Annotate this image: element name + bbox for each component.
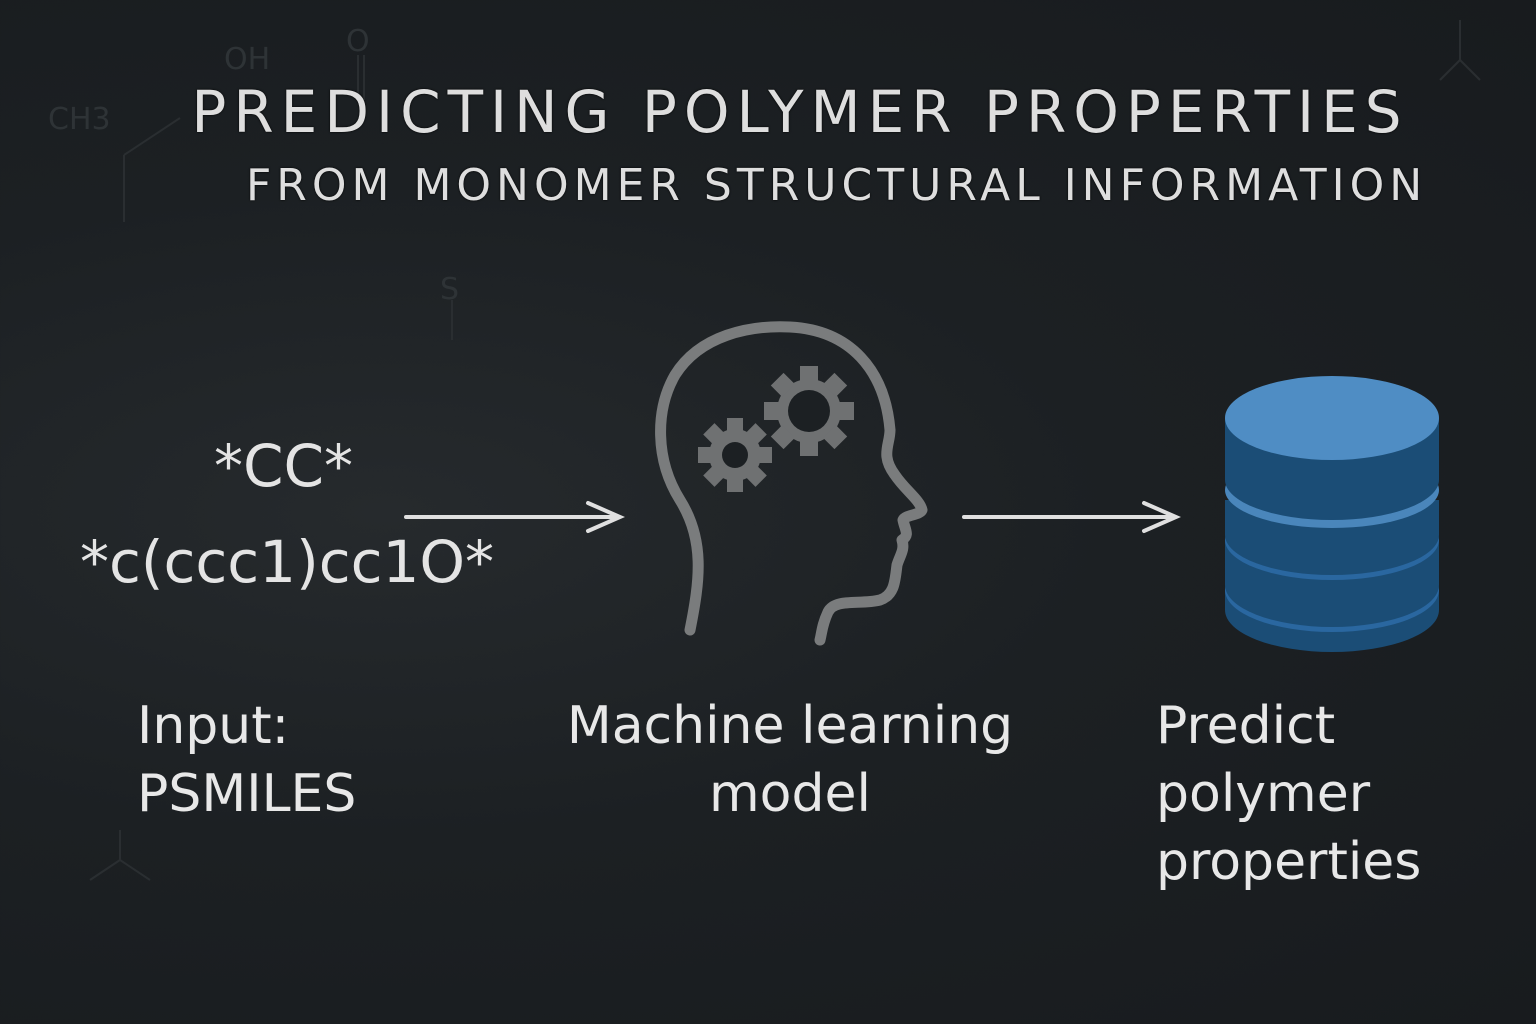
arrow-right-icon (404, 501, 625, 533)
input-label: Input: PSMILES (137, 692, 356, 828)
output-label-line2: polymer (1156, 764, 1371, 824)
model-label: Machine learning model (560, 692, 1020, 828)
smiles-example-1: *CC* (214, 432, 353, 500)
arrow-right-icon (962, 501, 1181, 533)
output-label: Predict polymer properties (1156, 692, 1421, 896)
model-label-line2: model (709, 764, 871, 824)
output-label-line1: Predict (1156, 696, 1336, 756)
bg-chem-o: O (346, 24, 370, 59)
model-label-line1: Machine learning (566, 696, 1014, 756)
input-label-line1: Input: (137, 696, 290, 756)
smiles-example-2: *c(ccc1)cc1O* (80, 528, 495, 596)
page-title: PREDICTING POLYMER PROPERTIES (191, 78, 1409, 146)
bg-chem-ch3: CH3 (48, 102, 111, 137)
input-label-line2: PSMILES (137, 764, 357, 824)
page-subtitle: FROM MONOMER STRUCTURAL INFORMATION (246, 160, 1428, 211)
bg-chem-oh: OH (224, 42, 271, 77)
bg-chem-s: S (440, 272, 460, 307)
output-label-line3: properties (1156, 832, 1422, 892)
